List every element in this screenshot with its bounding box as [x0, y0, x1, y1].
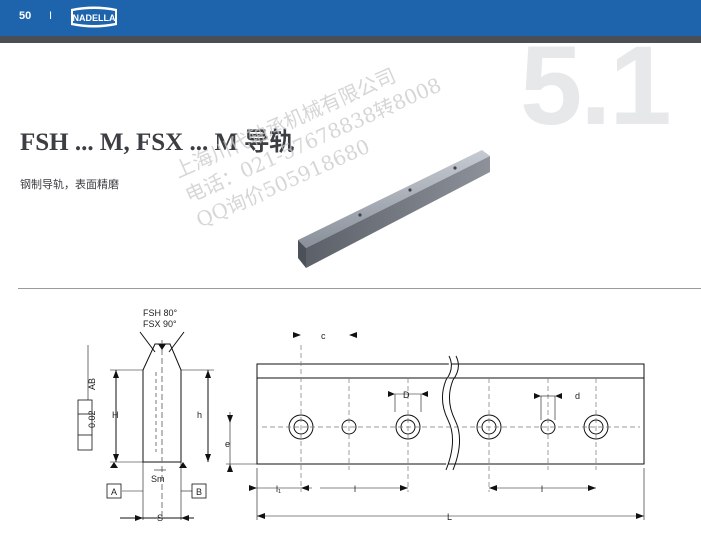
pitch-l-label-2: l — [541, 484, 543, 494]
pitch-l-label: l — [354, 484, 356, 494]
diameter-d-label: d — [575, 391, 580, 401]
height-H-label: H — [112, 410, 119, 420]
height-h-label: h — [197, 410, 202, 420]
length-L-label: L — [447, 512, 452, 522]
section-divider — [18, 288, 701, 289]
tolerance-label: 0.02 — [87, 410, 97, 428]
page-number: 50 — [19, 10, 32, 22]
rail-photo — [298, 150, 490, 268]
sm-label: Sm — [151, 474, 165, 484]
section-number: 5.1 — [520, 23, 672, 148]
product-subtitle: 钢制导轨，表面精磨 — [20, 179, 119, 191]
header-separator: I — [49, 10, 53, 22]
angle-fsx-label: FSX 90° — [143, 319, 177, 329]
width-S-label: S — [157, 513, 163, 523]
offset-e-label: e — [225, 439, 230, 449]
product-title: FSH ... M, FSX ... M 导轨 — [20, 129, 295, 156]
nadella-logo: NADELLA — [71, 6, 117, 28]
datum-b-label: B — [196, 487, 202, 497]
cross-section-arrows — [110, 344, 211, 521]
pitch-c-label: c — [321, 331, 326, 341]
side-view-arrows — [227, 332, 644, 519]
diameter-D-label: D — [403, 390, 410, 400]
cross-section-view — [77, 331, 214, 520]
angle-fsh-label: FSH 80° — [143, 308, 178, 318]
datum-ab-label: AB — [87, 378, 97, 390]
header-rule — [0, 36, 701, 43]
side-view — [226, 345, 645, 520]
end-distance-l1-label: l₁ — [276, 484, 281, 494]
brand-text: NADELLA — [73, 13, 116, 23]
datum-a-label: A — [111, 487, 117, 497]
